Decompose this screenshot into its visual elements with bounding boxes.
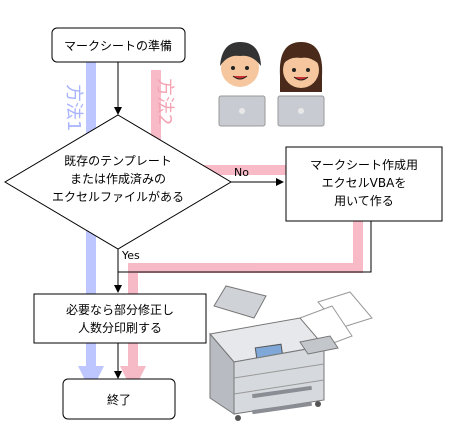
copier-printer-icon [209,285,373,421]
end-label: 終了 [107,392,131,407]
svg-text:方法2: 方法2 [154,78,175,125]
edge-label-no: No [234,166,249,179]
decision-node: 既存のテンプレート または作成済みの エクセルファイルがある [4,114,232,250]
decision-line-1: 既存のテンプレート [64,154,172,168]
man-with-laptop-icon [218,42,266,127]
start-node: マークシートの準備 [51,27,186,63]
vba-line-2: エクセルVBAを [322,176,407,190]
end-node: 終了 [62,378,176,420]
vba-node: マークシート作成用 エクセルVBAを 用いて作る [285,146,443,222]
print-line-2: 人数分印刷する [78,320,162,335]
connector-lines [114,62,372,379]
vba-line-3: 用いて作る [334,194,394,208]
edge-label-yes: Yes [121,249,140,262]
method1-label: 方法1 [63,84,84,131]
start-label: マークシートの準備 [64,38,172,53]
method2-label: 方法2 [154,78,175,125]
svg-text:方法1: 方法1 [63,84,84,131]
decision-line-3: エクセルファイルがある [52,189,184,204]
woman-with-laptop-icon [277,42,325,127]
print-line-1: 必要なら部分修正し [66,302,174,317]
vba-line-1: マークシート作成用 [310,158,418,172]
decision-line-2: または作成済みの [70,171,166,186]
print-node: 必要なら部分修正し 人数分印刷する [33,293,207,344]
